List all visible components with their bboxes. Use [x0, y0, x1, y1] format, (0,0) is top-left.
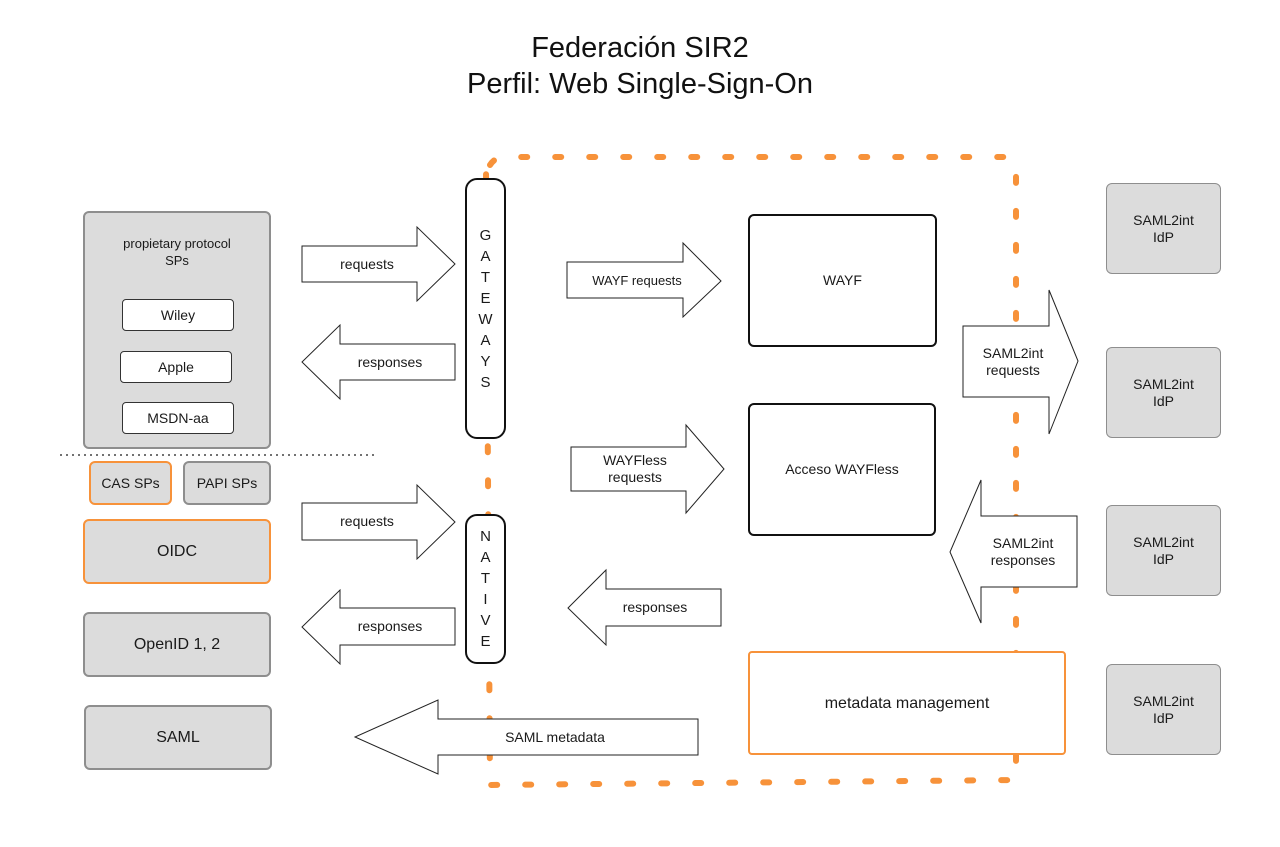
gateways-letter: W — [478, 310, 493, 328]
arrow-native-requests — [301, 483, 456, 561]
arrow-wayfless-requests — [570, 423, 725, 515]
gateways-letter: E — [480, 289, 491, 307]
idp-box: SAML2int IdP — [1106, 183, 1221, 274]
metadata-management-box: metadata management — [748, 651, 1066, 755]
gateways-letter: T — [480, 268, 491, 286]
sp-wiley: Wiley — [122, 299, 234, 331]
diagram-subtitle: Perfil: Web Single-Sign-On — [466, 68, 813, 100]
sp-msdn-aa: MSDN-aa — [122, 402, 234, 434]
gateways-letter: G — [479, 226, 492, 244]
arrow-saml2int-requests — [962, 289, 1079, 435]
cas-sps-box: CAS SPs — [89, 461, 172, 505]
oidc-box: OIDC — [83, 519, 271, 584]
gateways-letter: A — [480, 331, 491, 349]
arrow-center-responses — [567, 568, 722, 647]
arrow-label-gw-responses: responses — [357, 353, 423, 370]
proprietary-sps-label: propietary protocol SPs — [123, 236, 231, 268]
gateways-letter: A — [480, 247, 491, 265]
idp-box: SAML2int IdP — [1106, 347, 1221, 438]
arrow-saml2int-responses — [949, 479, 1078, 624]
arrow-label-saml-metadata: SAML metadata — [505, 728, 605, 745]
native-letter: A — [480, 549, 491, 566]
openid-box: OpenID 1, 2 — [83, 612, 271, 677]
gateways-letter: Y — [480, 352, 491, 370]
idp-label: SAML2int IdP — [1133, 211, 1194, 245]
arrow-gw-responses — [301, 323, 456, 401]
idp-box: SAML2int IdP — [1106, 505, 1221, 596]
arrow-label-saml2int-requests: SAML2int requests — [982, 345, 1044, 378]
arrow-label-wayf-requests: WAYF requests — [592, 272, 682, 288]
arrow-label-native-responses: responses — [357, 618, 423, 634]
arrow-native-responses — [301, 588, 456, 666]
arrow-gw-requests — [301, 225, 456, 303]
idp-label: SAML2int IdP — [1133, 692, 1194, 726]
arrow-label-wayfless-requests: WAYFless requests — [603, 452, 667, 485]
wayf-box: WAYF — [748, 214, 937, 347]
gateways-box: G A T E W A Y S — [465, 178, 506, 439]
wayfless-box: Acceso WAYFless — [748, 403, 936, 536]
arrow-saml-metadata — [353, 699, 699, 775]
native-letter: V — [480, 612, 491, 629]
arrow-label-gw-requests: requests — [340, 255, 394, 272]
arrow-label-native-requests: requests — [340, 513, 394, 529]
native-letter: T — [480, 570, 491, 587]
sp-apple: Apple — [120, 351, 232, 383]
idp-label: SAML2int IdP — [1133, 375, 1194, 409]
arrow-label-saml2int-responses: SAML2int responses — [990, 535, 1056, 568]
arrow-label-center-responses: responses — [622, 599, 688, 615]
papi-sps-box: PAPI SPs — [183, 461, 271, 505]
native-letter: I — [483, 591, 488, 608]
native-box: N A T I V E — [465, 514, 506, 664]
idp-box: SAML2int IdP — [1106, 664, 1221, 755]
gateways-letter: S — [480, 373, 491, 391]
diagram-title: Federación SIR2 — [531, 32, 749, 64]
arrow-wayf-requests — [566, 241, 722, 319]
native-letter: N — [480, 528, 491, 545]
native-letter: E — [480, 633, 491, 650]
idp-label: SAML2int IdP — [1133, 533, 1194, 567]
federation-boundary — [483, 154, 1019, 789]
saml-box: SAML — [84, 705, 272, 770]
